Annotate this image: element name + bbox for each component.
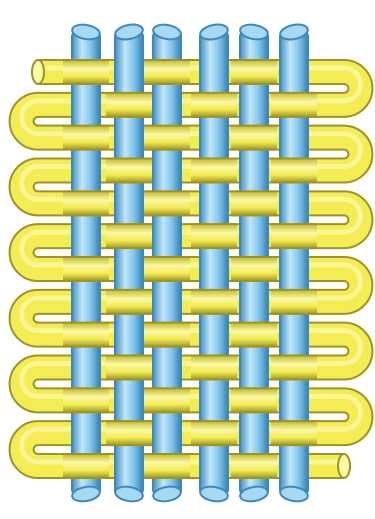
weft-crossing-over [191,355,237,381]
weft-crossing-over [144,256,190,282]
weft-crossing-over [231,453,277,479]
weft-crossing-over [106,289,152,315]
weft-end-bottom [338,454,350,478]
weft-crossing-over [231,125,277,151]
weft-crossing-over [271,158,317,184]
weft-end-top [32,60,44,84]
weft-crossing-over [106,92,152,118]
weft-crossing-over [106,223,152,249]
weft-crossing-over [63,256,109,282]
weft-crossing-over [191,420,237,446]
weft-crossing-over [231,387,277,413]
weft-crossing-over [63,387,109,413]
weft-crossing-over [231,190,277,216]
weft-crossing-over [63,59,109,85]
weft-crossing-over [63,190,109,216]
weft-crossing-over [144,125,190,151]
weft-crossing-over [106,355,152,381]
weft-crossing-over [63,125,109,151]
weft-crossing-over [271,355,317,381]
weft-crossing-over [106,420,152,446]
weft-crossing-over [144,387,190,413]
weft-crossing-over [144,322,190,348]
weft-crossing-over [271,223,317,249]
weft-crossing-over [231,59,277,85]
weft-crossing-over [271,289,317,315]
weft-crossing-over [191,289,237,315]
weft-crossing-over [106,158,152,184]
weft-crossing-over [191,158,237,184]
weft-crossing-over [271,420,317,446]
weft-crossing-over [144,59,190,85]
weft-crossing-over [63,322,109,348]
weft-crossing-over [191,223,237,249]
weft-crossing-over [191,92,237,118]
weft-crossing-over [144,190,190,216]
weft-crossing-over [63,453,109,479]
weft-crossing-over [231,256,277,282]
weft-crossing-over [231,322,277,348]
weft-crossing-over [144,453,190,479]
weft-crossing-over [271,92,317,118]
